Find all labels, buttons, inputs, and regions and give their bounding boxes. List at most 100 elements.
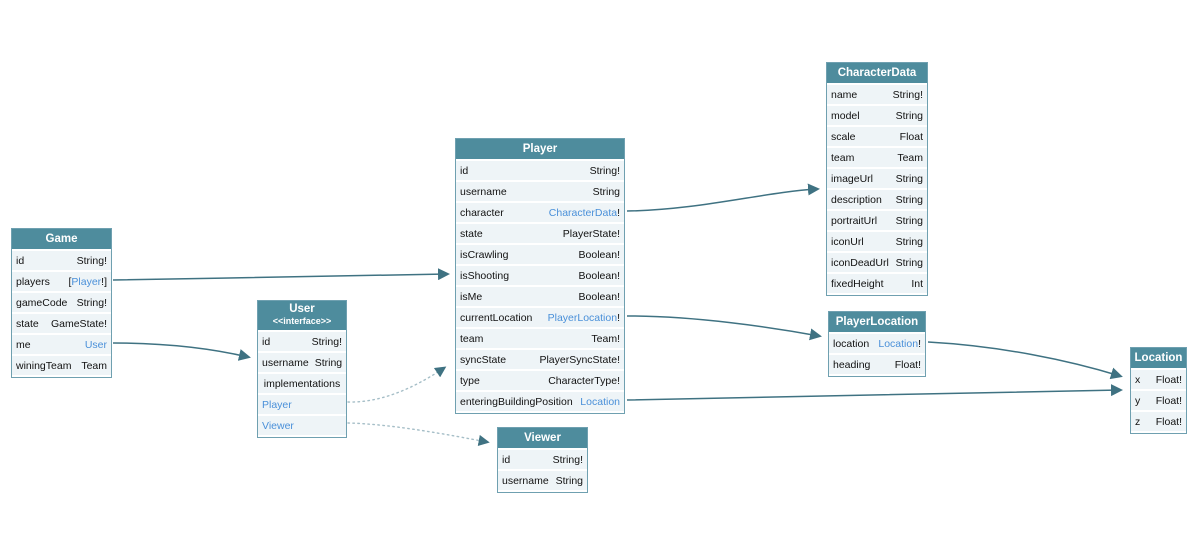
field-name: model	[831, 109, 860, 122]
field-type: Float!	[1156, 374, 1182, 386]
field-name: winingTeam	[16, 359, 72, 372]
field-name: location	[833, 337, 870, 350]
type-text: [	[68, 275, 72, 288]
field-name: name	[831, 88, 858, 101]
field-name: me	[16, 338, 31, 351]
table-header-game[interactable]: Game	[12, 229, 111, 249]
table-header-playerlocation[interactable]: PlayerLocation	[829, 312, 925, 332]
relation-arrow-playerlocation-location-to-location	[927, 341, 1123, 380]
field-row-player-isme[interactable]: isMe Boolean!	[456, 287, 624, 306]
field-row-characterdata-scale[interactable]: scale Float	[827, 127, 927, 146]
field-name: isShooting	[460, 269, 510, 282]
type-link[interactable]: PlayerLocation	[547, 311, 618, 324]
field-name: username	[502, 474, 549, 487]
field-name: fixedHeight	[831, 277, 884, 290]
table-header-user[interactable]: User<<interface>>	[258, 301, 346, 330]
field-row-characterdata-icondeadurl[interactable]: iconDeadUrl String	[827, 253, 927, 272]
field-type: Boolean!	[579, 249, 620, 261]
field-row-game-me[interactable]: me User	[12, 335, 111, 354]
field-type: String	[896, 236, 923, 248]
field-row-characterdata-iconurl[interactable]: iconUrl String	[827, 232, 927, 251]
table-header-characterdata[interactable]: CharacterData	[827, 63, 927, 83]
field-name: syncState	[460, 353, 507, 366]
field-name: id	[460, 164, 469, 177]
field-name: iconUrl	[831, 235, 864, 248]
field-name: isCrawling	[460, 248, 509, 261]
field-type: String!	[553, 454, 583, 466]
field-name: isMe	[460, 290, 483, 303]
table-subtitle: <<interface>>	[272, 316, 332, 326]
field-name: state	[16, 317, 39, 330]
type-link[interactable]: Location	[878, 337, 919, 350]
type-text: Boolean!	[578, 290, 620, 303]
type-text: String	[314, 356, 343, 369]
field-name: currentLocation	[460, 311, 533, 324]
type-link[interactable]: CharacterData	[548, 206, 618, 219]
field-type: String	[896, 257, 923, 269]
field-row-characterdata-model[interactable]: model String	[827, 106, 927, 125]
table-header-location[interactable]: Location	[1131, 348, 1186, 368]
field-name: y	[1135, 394, 1141, 407]
field-type: Float!	[895, 359, 921, 371]
field-row-player-enteringbuildingposition[interactable]: enteringBuildingPosition Location	[456, 392, 624, 411]
table-header-player[interactable]: Player	[456, 139, 624, 159]
field-name: scale	[831, 130, 856, 143]
field-row-user-implementations[interactable]: implementations	[258, 374, 346, 393]
field-type: String	[896, 110, 923, 122]
type-link[interactable]: User	[84, 338, 107, 351]
type-link[interactable]: Player	[262, 398, 292, 411]
field-name: team	[831, 151, 855, 164]
field-name: z	[1135, 415, 1141, 428]
field-type: String!	[77, 255, 107, 267]
type-text: String	[895, 172, 923, 185]
field-type: Float	[900, 131, 923, 143]
type-link[interactable]: Player	[71, 275, 102, 288]
field-type: String	[315, 357, 342, 369]
type-text: !]	[101, 275, 107, 288]
type-link[interactable]: Viewer	[262, 419, 294, 432]
relation-arrow-user-player-to-player	[347, 366, 447, 403]
type-link[interactable]: Location	[580, 395, 620, 408]
field-type: Team!	[591, 333, 620, 345]
table-header-viewer[interactable]: Viewer	[498, 428, 587, 448]
field-name: gameCode	[16, 296, 68, 309]
field-name: iconDeadUrl	[831, 256, 889, 269]
field-row-game-players[interactable]: players[Player!]	[12, 272, 111, 291]
type-text: PlayerState!	[562, 227, 620, 240]
field-name: enteringBuildingPosition	[460, 395, 573, 408]
field-row-user-viewer[interactable]: Viewer	[258, 416, 346, 435]
field-row-user-player[interactable]: Player	[258, 395, 346, 414]
field-row-player-iscrawling[interactable]: isCrawling Boolean!	[456, 245, 624, 264]
